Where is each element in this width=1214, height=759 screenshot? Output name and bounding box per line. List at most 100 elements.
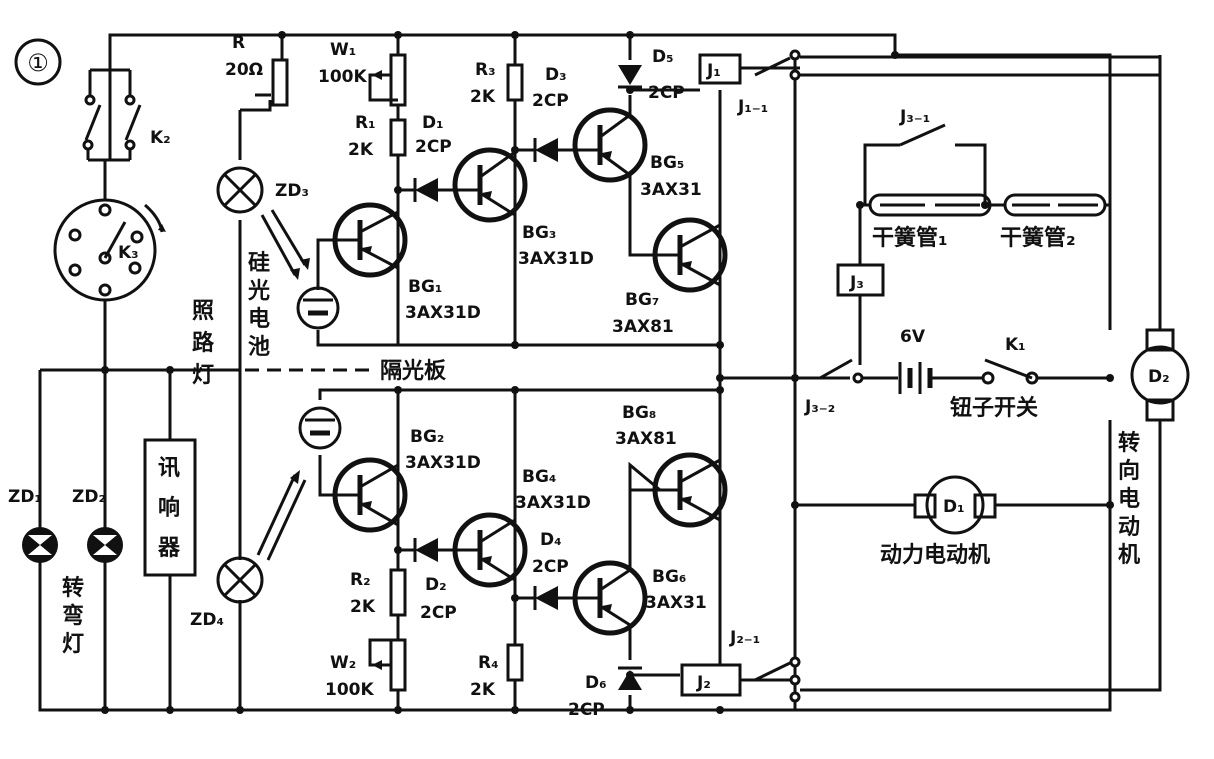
label-d5-value: 2CP	[648, 83, 685, 103]
lamp-zd3	[216, 166, 310, 280]
figure-number: ①	[14, 38, 62, 86]
svg-text:电: 电	[1118, 487, 1140, 512]
label-solar-cell: 硅 光 电 池	[247, 251, 270, 360]
relay-j2	[680, 663, 742, 697]
label-r1: R₁	[355, 113, 376, 133]
label-j2-1: J₂₋₁	[729, 628, 760, 648]
label-bg1: BG₁	[408, 277, 442, 297]
label-d6-value: 2CP	[568, 700, 605, 720]
label-r2: R₂	[350, 570, 371, 590]
diode-d6	[618, 666, 642, 690]
label-d2-diode: D₂	[425, 575, 447, 595]
svg-text:灯: 灯	[192, 363, 214, 388]
solar-cell-lower	[298, 406, 342, 450]
label-r4: R₄	[478, 653, 499, 673]
label-d2: D₂	[1148, 367, 1170, 387]
label-bg3: BG₃	[522, 223, 556, 243]
svg-text:响: 响	[158, 495, 180, 521]
svg-text:转: 转	[62, 575, 84, 601]
label-zd4: ZD₄	[190, 610, 224, 630]
lamp-zd2	[87, 527, 123, 563]
svg-text:器: 器	[157, 536, 181, 561]
resistor-r4	[506, 643, 524, 682]
wiring	[38, 33, 1162, 712]
label-bg2-type: 3AX31D	[405, 453, 481, 473]
svg-text:路: 路	[192, 330, 215, 356]
transistor-bg4	[452, 512, 528, 588]
label-j3-2: J₃₋₂	[804, 397, 835, 417]
label-bg3-type: 3AX31D	[518, 249, 594, 269]
resistor-r2	[389, 568, 407, 617]
label-d1-value: 2CP	[415, 137, 452, 157]
potentiometer-w2	[368, 638, 407, 692]
transistor-bg3	[452, 147, 528, 223]
label-bg8-type: 3AX81	[615, 429, 677, 449]
label-turn-lamp: 转 弯 灯	[62, 575, 84, 657]
label-zd3: ZD₃	[275, 181, 309, 201]
contact-j2-1	[754, 656, 801, 703]
transistor-bg5	[572, 107, 648, 183]
svg-text:弯: 弯	[62, 603, 84, 629]
label-d5: D₅	[652, 47, 674, 67]
label-bg8: BG₈	[622, 403, 656, 423]
label-road-lamp: 照 路 灯	[192, 299, 215, 388]
svg-text:电: 电	[248, 307, 270, 332]
label-r2-value: 2K	[350, 597, 376, 617]
svg-text:灯: 灯	[62, 632, 84, 657]
label-bg7: BG₇	[625, 290, 659, 310]
label-w2: W₂	[330, 653, 356, 673]
svg-text:①: ①	[27, 49, 49, 77]
label-bg6: BG₆	[652, 567, 686, 587]
svg-text:光: 光	[247, 279, 270, 304]
label-w1-value: 100K	[318, 67, 367, 87]
label-k3: K₃	[118, 243, 139, 263]
svg-text:转: 转	[1118, 430, 1140, 456]
label-r4-value: 2K	[470, 680, 496, 700]
relay-j3	[836, 263, 885, 297]
resistor-r1	[389, 118, 407, 157]
contact-j3-1	[899, 123, 946, 147]
label-bg7-type: 3AX81	[612, 317, 674, 337]
svg-text:照: 照	[192, 299, 214, 324]
label-d2-diode-value: 2CP	[420, 603, 457, 623]
svg-text:讯: 讯	[158, 456, 180, 481]
label-r-value: 20Ω	[225, 60, 263, 80]
switch-k2	[82, 68, 142, 162]
label-j3: J₃	[849, 273, 864, 293]
steering-motor-d2	[1130, 328, 1190, 422]
rotary-switch-k3	[53, 198, 166, 302]
label-d4: D₄	[540, 530, 562, 550]
svg-text:向: 向	[1118, 458, 1140, 484]
label-r3: R₃	[475, 60, 496, 80]
label-bg5: BG₅	[650, 153, 684, 173]
label-d1-motor: D₁	[943, 497, 965, 517]
resistor-r	[255, 58, 289, 107]
label-steer-motor: 转 向 电 动 机	[1118, 430, 1140, 568]
reed-switch-1	[868, 193, 992, 217]
label-d3-value: 2CP	[532, 91, 569, 111]
transistor-bg2	[332, 457, 408, 533]
label-w1: W₁	[330, 40, 356, 60]
svg-text:硅: 硅	[248, 251, 270, 276]
label-j3-1: J₃₋₁	[899, 107, 930, 127]
label-bg5-type: 3AX31	[640, 180, 702, 200]
label-toggle-switch: 钮子开关	[950, 395, 1038, 421]
label-r: R	[232, 33, 245, 53]
label-d1: D₁	[422, 113, 444, 133]
potentiometer-w1	[368, 53, 407, 107]
label-w2-value: 100K	[325, 680, 374, 700]
label-divider: 隔光板	[380, 359, 447, 384]
lamp-zd4	[216, 470, 307, 604]
label-r3-value: 2K	[470, 87, 496, 107]
transistor-bg8	[652, 452, 728, 528]
label-d4-value: 2CP	[532, 557, 569, 577]
label-reed-1: 干簧管₁	[872, 225, 948, 251]
junction-dots	[101, 31, 1114, 714]
relay-j1	[698, 53, 742, 85]
resistor-r3	[506, 63, 524, 102]
label-k2: K₂	[150, 128, 171, 148]
label-d3: D₃	[545, 65, 567, 85]
label-reed-2: 干簧管₂	[1000, 225, 1076, 251]
label-bg1-type: 3AX31D	[405, 303, 481, 323]
